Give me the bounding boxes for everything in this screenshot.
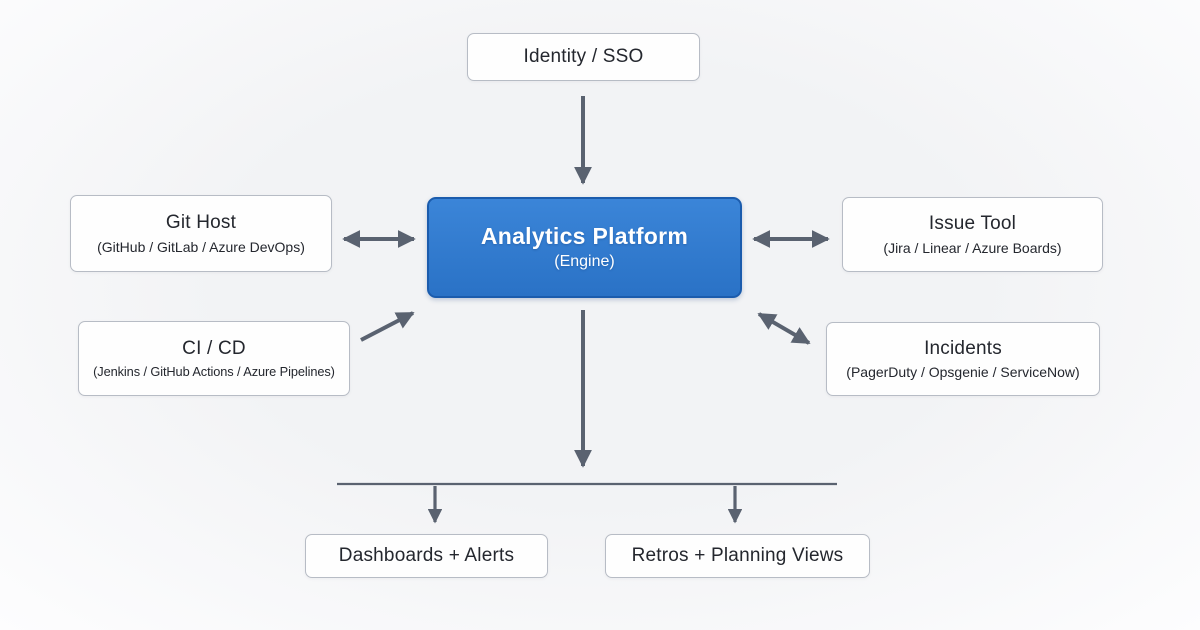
node-identity-sso-title: Identity / SSO [523,46,644,68]
node-issue-tool-subtitle: (Jira / Linear / Azure Boards) [883,239,1062,256]
edge-platform-to-outputs [337,310,837,524]
node-git-host-subtitle: (GitHub / GitLab / Azure DevOps) [97,238,305,255]
node-retros-planning-views-title: Retros + Planning Views [631,545,844,567]
node-git-host-title: Git Host [165,212,237,234]
node-analytics-platform-subtitle: (Engine) [554,253,615,271]
node-git-host: Git Host (GitHub / GitLab / Azure DevOps… [70,195,332,272]
node-ci-cd-title: CI / CD [182,337,246,359]
node-dashboards-alerts: Dashboards + Alerts [305,534,548,578]
node-incidents-subtitle: (PagerDuty / Opsgenie / ServiceNow) [846,364,1080,381]
node-retros-planning-views: Retros + Planning Views [605,534,870,578]
node-identity-sso: Identity / SSO [467,33,700,81]
node-dashboards-alerts-title: Dashboards + Alerts [338,545,515,567]
node-issue-tool-title: Issue Tool [928,213,1017,235]
node-ci-cd: CI / CD (Jenkins / GitHub Actions / Azur… [78,321,350,396]
node-incidents-title: Incidents [924,337,1002,359]
edge-platform-incidents-twoway [757,312,811,345]
node-ci-cd-subtitle: (Jenkins / GitHub Actions / Azure Pipeli… [93,363,335,379]
node-issue-tool: Issue Tool (Jira / Linear / Azure Boards… [842,197,1103,272]
node-incidents: Incidents (PagerDuty / Opsgenie / Servic… [826,322,1100,396]
node-analytics-platform: Analytics Platform (Engine) [427,197,742,298]
node-analytics-platform-title: Analytics Platform [480,222,689,249]
edge-cicd-to-platform [360,311,415,342]
